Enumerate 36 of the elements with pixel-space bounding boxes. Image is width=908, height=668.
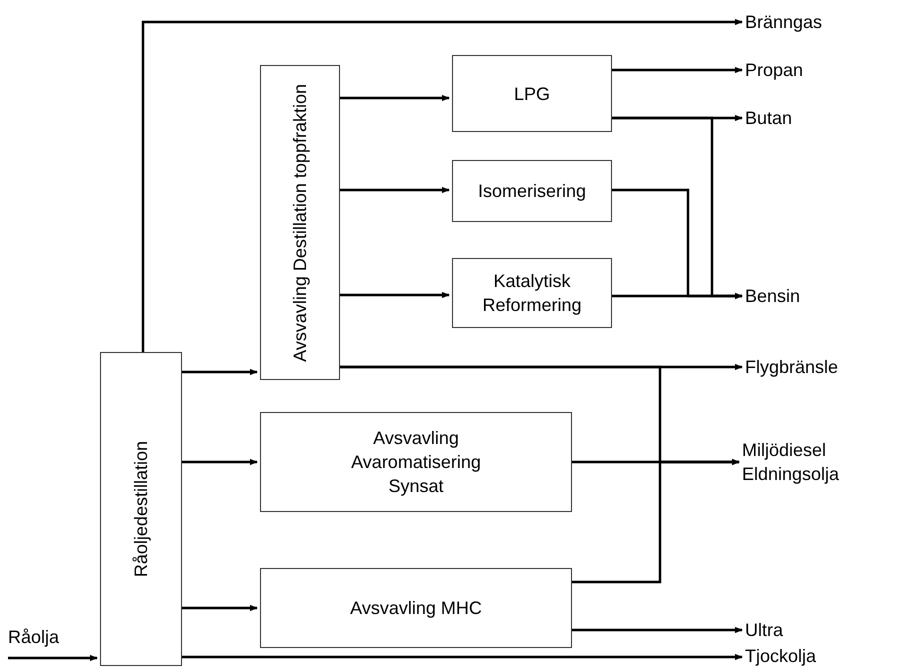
product-label: Bensin: [745, 285, 885, 307]
process-label: Råoljedestillation: [130, 440, 152, 578]
process-box: [260, 412, 572, 512]
product-label: Tjockolja: [745, 645, 885, 667]
product-label: Ultra: [745, 619, 885, 641]
process-label: Avsvavling Destillation toppfraktion: [289, 84, 311, 362]
arrow: [182, 604, 258, 612]
process-box: [452, 55, 612, 132]
process-label: LPG: [512, 82, 552, 106]
arrow: [182, 368, 258, 376]
process-box: [452, 258, 612, 328]
arrow: [612, 66, 743, 74]
arrow: [340, 186, 450, 194]
arrow: [8, 654, 98, 662]
product-label: Flygbränsle: [745, 356, 895, 378]
process-box: [100, 352, 182, 666]
product-label: Propan: [745, 59, 885, 81]
arrow: [340, 292, 450, 298]
arrow: [612, 292, 743, 300]
product-label: Butan: [745, 107, 885, 129]
process-box: [452, 160, 612, 222]
process-box: [260, 65, 340, 380]
arrow: [572, 458, 740, 584]
arrow: [340, 94, 450, 102]
product-label: Miljödiesel Eldningsolja: [742, 436, 897, 488]
process-label: Avsvavling Avaromatisering Synsat: [350, 427, 482, 498]
product-label: Bränngas: [745, 11, 885, 33]
arrow: [142, 18, 743, 352]
process-label: Katalytisk Reformering: [481, 270, 583, 317]
process-box: [260, 568, 572, 648]
arrow: [572, 626, 743, 634]
process-label: Avsvavling MHC: [349, 597, 483, 620]
arrow: [182, 654, 743, 660]
arrow: [182, 458, 258, 466]
product-label: Råolja: [8, 626, 64, 648]
process-label: Isomerisering: [476, 180, 588, 203]
